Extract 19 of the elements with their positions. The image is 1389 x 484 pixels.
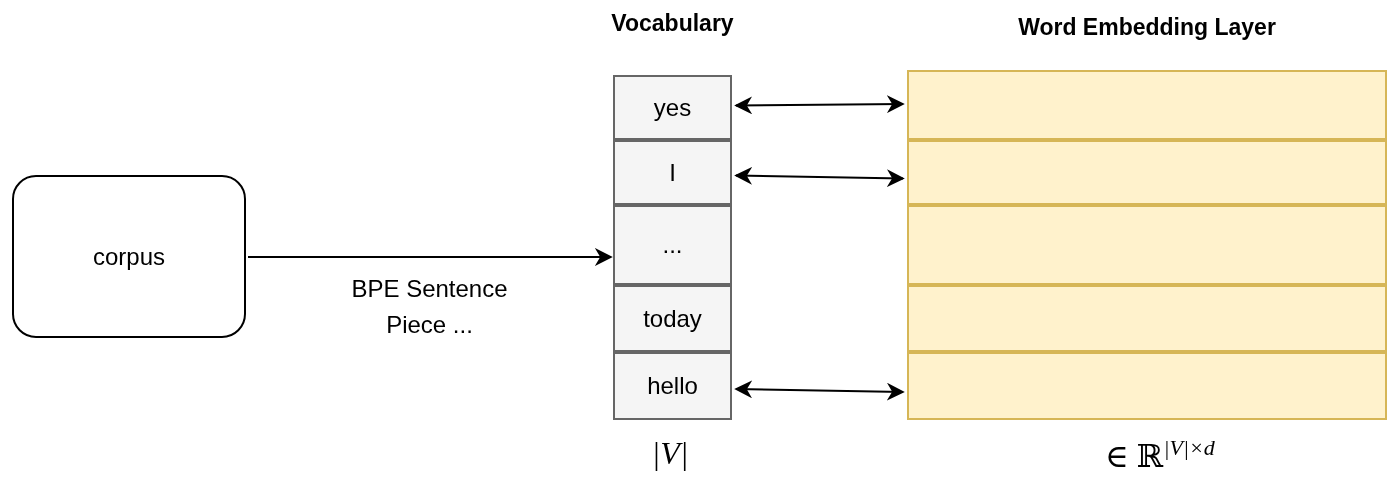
embedding-row — [907, 140, 1387, 205]
math-label: ∈ ℝ$^{|V|×d}$ — [1104, 435, 1216, 475]
token-cell: yes — [613, 75, 732, 140]
token-cell: ... — [613, 205, 732, 285]
column-title: Vocabulary — [610, 10, 735, 37]
arrow — [247, 248, 613, 266]
embedding-row — [907, 70, 1387, 140]
arrow — [734, 166, 905, 188]
math-label: |V| — [650, 435, 690, 472]
column-title: Word Embedding Layer — [1017, 14, 1277, 41]
arrow — [734, 380, 905, 401]
embedding-row — [907, 352, 1387, 420]
token-cell: today — [613, 285, 732, 352]
token-cell: hello — [613, 352, 732, 420]
corpus-box: corpus — [12, 175, 246, 338]
arrow — [734, 95, 905, 115]
embedding-row — [907, 205, 1387, 285]
token-cell: I — [613, 140, 732, 205]
embedding-row — [907, 285, 1387, 352]
